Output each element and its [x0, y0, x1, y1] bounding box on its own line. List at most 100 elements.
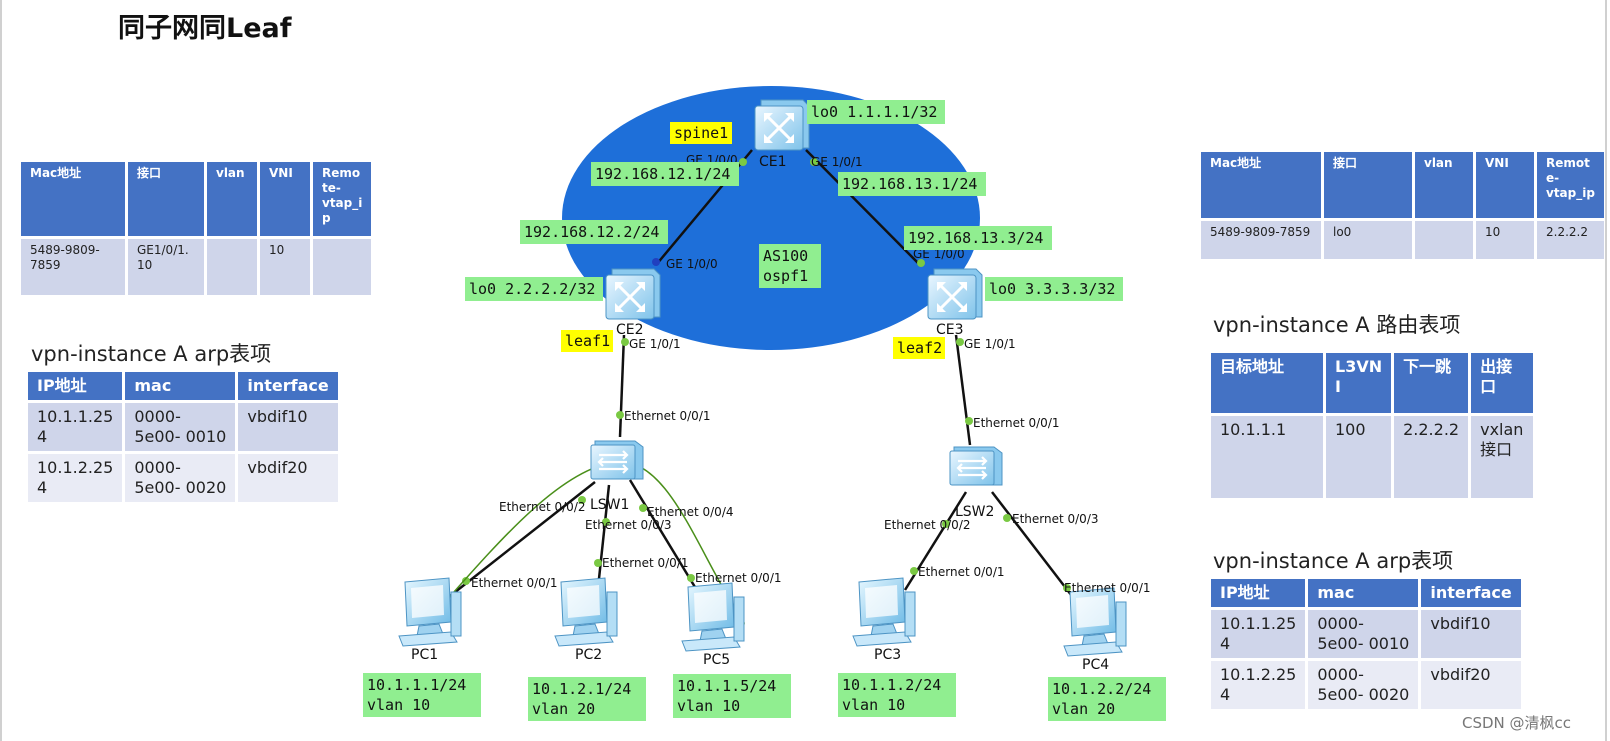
- port-dot: [578, 496, 586, 504]
- pc5-ip-label: 10.1.1.5/24: [677, 677, 776, 695]
- arp-table-left: IP地址 mac interface 10.1.1.25 4 0000-5e00…: [25, 369, 341, 505]
- pc5-icon[interactable]: [681, 582, 745, 652]
- mac-table-left-header: Remo te- vtap_i p: [313, 162, 372, 236]
- route-table-right: 目标地址 L3VN I 下一跳 出接 口 10.1.1.1 100 2.2.2.…: [1208, 350, 1536, 501]
- arp-table-right-cell: 0000-5e00- 0010: [1308, 610, 1419, 658]
- route-table-right-header: 出接 口: [1471, 353, 1534, 413]
- pc5-name-label: PC5: [703, 652, 730, 668]
- mac-table-right-header: vlan: [1415, 152, 1473, 218]
- link-ce2-lsw1: [618, 334, 626, 438]
- lsw1-port-e003-label: Ethernet 0/0/3: [585, 518, 672, 532]
- mac-table-right-header: Mac地址: [1201, 152, 1321, 218]
- mac-table-right-cell: [1415, 221, 1473, 259]
- pc5-port-label: Ethernet 0/0/1: [695, 571, 782, 585]
- as-area-ellipse: [562, 86, 980, 350]
- mac-table-right-cell: 5489-9809-7859: [1201, 221, 1321, 259]
- ce2-uplink-port-label: GE 1/0/0: [666, 257, 718, 271]
- ce3-role-label: leaf2: [897, 339, 942, 357]
- arp-table-left-header: interface: [238, 372, 339, 400]
- left-frame-border: [0, 0, 2, 741]
- router-ce2-icon[interactable]: [604, 267, 662, 321]
- mac-table-left-cell: GE1/0/1. 10: [128, 239, 204, 295]
- port-dot: [639, 504, 647, 512]
- port-dot: [910, 567, 918, 575]
- port-dot: [810, 158, 818, 166]
- arp-table-right-header: mac: [1308, 579, 1419, 607]
- arp-table-right: IP地址 mac interface 10.1.1.25 4 0000-5e00…: [1208, 576, 1524, 712]
- port-dot: [1063, 584, 1071, 592]
- lsw1-name-label: LSW1: [590, 497, 629, 513]
- pc2-icon[interactable]: [554, 577, 618, 647]
- arp-table-left-header: IP地址: [28, 372, 123, 400]
- arp-table-right-caption: vpn-instance A arp表项: [1213, 549, 1454, 573]
- lsw1-uplink-port-label: Ethernet 0/0/1: [624, 409, 711, 423]
- port-dot: [1003, 514, 1011, 522]
- slide-title: 同子网同Leaf: [118, 13, 292, 44]
- mac-table-left-cell: [313, 239, 372, 295]
- switch-lsw2-icon[interactable]: [948, 445, 1004, 487]
- port-dot: [965, 417, 973, 425]
- table-header-row: IP地址 mac interface: [1211, 579, 1522, 607]
- pc2-port-label: Ethernet 0/0/1: [602, 556, 689, 570]
- arp-table-right-cell: 10.1.1.25 4: [1211, 610, 1306, 658]
- ce1-name-label: CE1: [759, 154, 787, 170]
- table-row: 10.1.2.25 4 0000-5e00- 0020 vbdif20: [28, 454, 339, 502]
- mac-table-right-header: VNI: [1476, 152, 1534, 218]
- port-dot: [739, 158, 747, 166]
- mac-table-left-header: vlan: [207, 162, 257, 236]
- mac-table-right-header: 接口: [1324, 152, 1412, 218]
- route-table-right-caption: vpn-instance A 路由表项: [1213, 313, 1461, 337]
- arp-table-left-cell: 0000-5e00- 0020: [125, 454, 236, 502]
- pc1-name-label: PC1: [411, 647, 438, 663]
- table-row: 10.1.1.1 100 2.2.2.2 vxlan 接口: [1211, 416, 1534, 498]
- ce1-ce2-ip-label: 192.168.12.1/24: [595, 165, 730, 183]
- pc1-port-label: Ethernet 0/0/1: [471, 576, 558, 590]
- pc1-icon[interactable]: [398, 577, 462, 647]
- table-row: 10.1.1.25 4 0000-5e00- 0010 vbdif10: [1211, 610, 1522, 658]
- table-row: 5489-9809- 7859 GE1/0/1. 10 10: [21, 239, 372, 295]
- router-ce3-icon[interactable]: [926, 267, 984, 321]
- ce1-role-label: spine1: [674, 124, 728, 142]
- pc4-name-label: PC4: [1082, 657, 1109, 673]
- table-header-row: Mac地址 接口 vlan VNI Remo te- vtap_i p: [21, 162, 372, 236]
- ce3-loopback-label: lo0 3.3.3.3/32: [989, 280, 1115, 298]
- arp-table-left-cell: vbdif10: [238, 403, 339, 451]
- pc1-vlan-label: vlan 10: [367, 696, 430, 714]
- lsw1-port-e002-label: Ethernet 0/0/2: [499, 500, 586, 514]
- port-markers: [462, 158, 1071, 592]
- arp-table-right-cell: vbdif10: [1421, 610, 1522, 658]
- lsw2-port-e003-label: Ethernet 0/0/3: [1012, 512, 1099, 526]
- ce2-name-label: CE2: [616, 322, 644, 338]
- router-ce1-icon[interactable]: [753, 98, 811, 152]
- arp-table-left-cell: vbdif20: [238, 454, 339, 502]
- ospf-process-label: ospf1: [763, 267, 808, 285]
- table-header-row: Mac地址 接口 vlan VNI Remot e- vtap_ip: [1201, 152, 1604, 218]
- port-dot: [917, 259, 925, 267]
- link-ce1-ce3: [805, 149, 921, 266]
- as-number-label: AS100: [763, 247, 808, 265]
- csdn-watermark: CSDN @清枫cc: [1462, 714, 1572, 732]
- right-frame-border: [1605, 0, 1607, 741]
- arp-table-right-cell: vbdif20: [1421, 661, 1522, 709]
- port-dot: [956, 338, 964, 346]
- switch-lsw1-icon[interactable]: [589, 439, 645, 481]
- route-table-right-header: 下一跳: [1394, 353, 1469, 413]
- arp-table-right-cell: 10.1.2.25 4: [1211, 661, 1306, 709]
- port-dot: [594, 559, 602, 567]
- mac-table-left-header: 接口: [128, 162, 204, 236]
- port-dot: [616, 411, 624, 419]
- arp-table-left-cell: 0000-5e00- 0010: [125, 403, 236, 451]
- ce1-loopback-label: lo0 1.1.1.1/32: [811, 103, 937, 121]
- arp-table-right-header: IP地址: [1211, 579, 1306, 607]
- pc4-icon[interactable]: [1063, 587, 1127, 657]
- pc3-port-label: Ethernet 0/0/1: [918, 565, 1005, 579]
- port-dot: [602, 518, 610, 526]
- port-dot-ce2-ge100: [652, 258, 660, 266]
- address-labels: lo0 1.1.1.1/32 192.168.12.1/24 192.168.1…: [363, 100, 1166, 721]
- mac-table-right-header: Remot e- vtap_ip: [1537, 152, 1604, 218]
- ce2-downlink-port-label: GE 1/0/1: [629, 337, 681, 351]
- link-lsw2-pc4: [991, 491, 1076, 601]
- table-row: 10.1.2.25 4 0000-5e00- 0020 vbdif20: [1211, 661, 1522, 709]
- mac-table-right-cell: lo0: [1324, 221, 1412, 259]
